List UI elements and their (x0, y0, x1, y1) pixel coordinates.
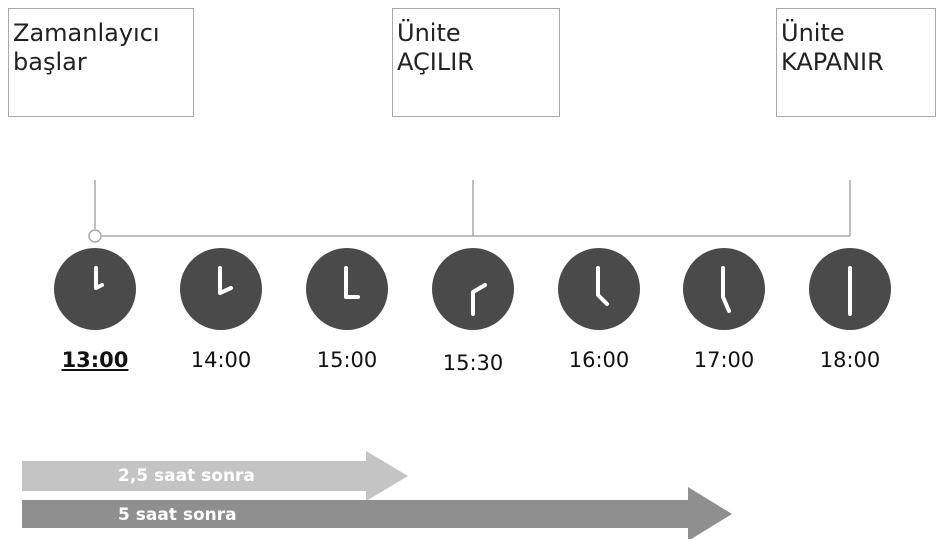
duration-arrow-2-5-hours (22, 451, 408, 501)
event-box-unit-on: Ünite AÇILIR (392, 8, 560, 117)
clock-time-label: 17:00 (693, 348, 755, 372)
clock-15-30 (432, 248, 514, 330)
clock-face (432, 248, 514, 330)
event-box-line-2: AÇILIR (397, 48, 474, 76)
clock-15-00 (306, 248, 388, 330)
clock-time-label: 16:00 (568, 348, 630, 372)
event-box-line-1: Ünite (397, 19, 461, 47)
clock-14-00 (180, 248, 262, 330)
clock-17-00 (683, 248, 765, 330)
clock-time-label: 14:00 (190, 348, 252, 372)
clock-hands (218, 266, 233, 295)
clock-18-00 (809, 248, 891, 330)
clock-hands (471, 283, 487, 316)
clock-time-label: 18:00 (819, 348, 881, 372)
event-box-line-1: Ünite (781, 19, 845, 47)
duration-label-5-hours: 5 saat sonra (118, 505, 237, 525)
clock-time-label: 15:30 (442, 351, 504, 375)
clock-13-00 (54, 248, 136, 330)
clock-time-label: 15:00 (316, 348, 378, 372)
event-box-unit-off: Ünite KAPANIR (776, 8, 936, 117)
event-box-timer-starts: Zamanlayıcı başlar (8, 8, 194, 117)
connector-lines (88, 180, 851, 243)
clock-hands (94, 266, 104, 290)
duration-label-2-5-hours: 2,5 saat sonra (118, 466, 255, 486)
clock-hands (344, 266, 360, 299)
clock-hands (596, 266, 609, 306)
clock-hands (721, 266, 731, 313)
event-box-line-2: KAPANIR (781, 48, 884, 76)
connector-start-node (88, 229, 102, 243)
event-box-line-2: başlar (13, 48, 87, 76)
clock-time-label: 13:00 (61, 348, 129, 372)
clock-16-00 (558, 248, 640, 330)
event-box-line-1: Zamanlayıcı (13, 19, 160, 47)
duration-arrow-5-hours (22, 487, 732, 539)
